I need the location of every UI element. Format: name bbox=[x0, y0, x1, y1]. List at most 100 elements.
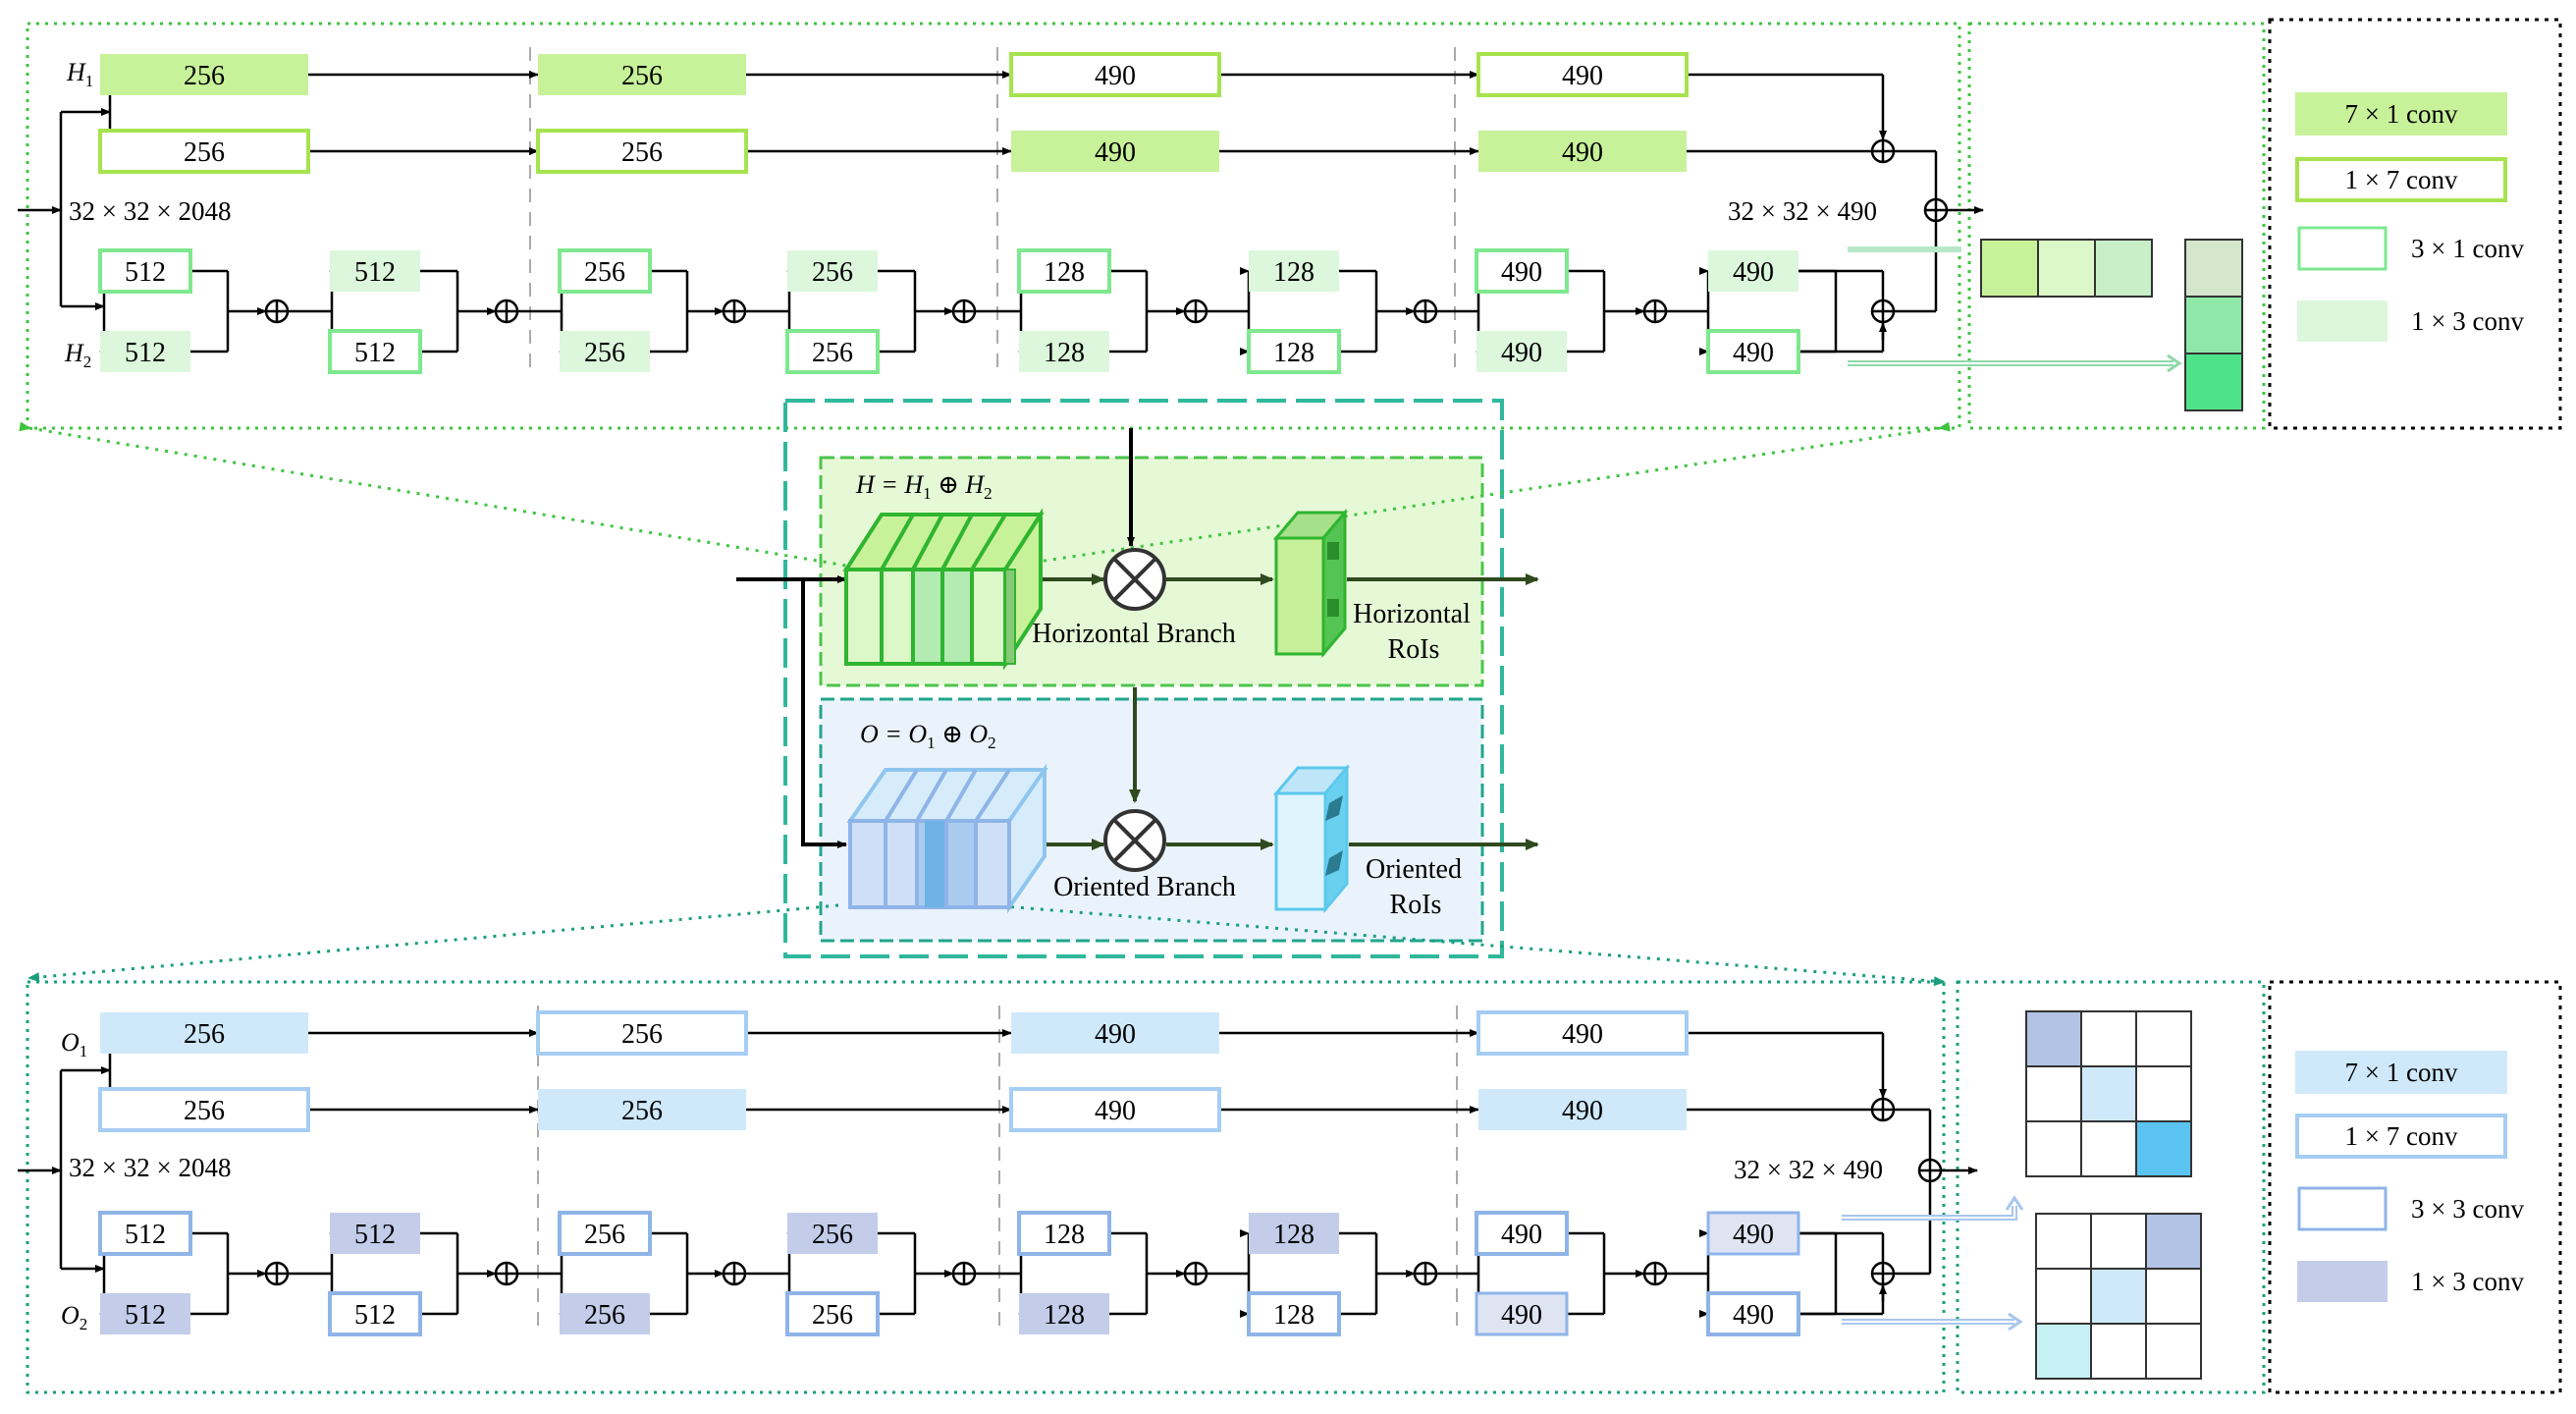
top-lower-box-label: 512 bbox=[125, 338, 166, 368]
bottom-lower-box: 512 bbox=[100, 1293, 190, 1334]
top-upper-box-label: 256 bbox=[621, 61, 663, 91]
bottom-lower-box: 256 bbox=[785, 1291, 880, 1336]
bottom-output-shape: 32 × 32 × 490 bbox=[1734, 1155, 1883, 1184]
sum-icon bbox=[1642, 1261, 1668, 1286]
top-lower-box: 490 bbox=[1475, 248, 1569, 294]
bottom-upper-box-label: 490 bbox=[1562, 1096, 1603, 1126]
top-lower-box: 490 bbox=[1708, 250, 1798, 292]
middle-input-arrows bbox=[736, 428, 1135, 848]
sum-icon bbox=[264, 1261, 290, 1286]
bottom-legend-label-4: 1 × 3 conv bbox=[2411, 1267, 2524, 1296]
oriented-branch-label: Oriented Branch bbox=[1053, 872, 1236, 902]
bottom-lower-box: 490 bbox=[1706, 1211, 1800, 1256]
bottom-lower-box-label: 256 bbox=[584, 1300, 625, 1331]
bottom-lower-box: 512 bbox=[330, 1213, 420, 1254]
middle-outer-frame bbox=[783, 399, 1504, 958]
bottom-lower-box-label: 128 bbox=[1044, 1300, 1085, 1331]
top-lower-box: 512 bbox=[330, 250, 420, 292]
sum-icon bbox=[1413, 299, 1438, 324]
top-upper-box: 490 bbox=[1476, 52, 1689, 97]
top-upper-box-label: 256 bbox=[184, 61, 225, 91]
top-lower-box-label: 490 bbox=[1733, 338, 1774, 368]
top-lower-box: 256 bbox=[560, 331, 650, 372]
bottom-lower-box-label: 490 bbox=[1501, 1220, 1542, 1250]
top-lower-box: 256 bbox=[787, 250, 878, 292]
bottom-upper-box-label: 490 bbox=[1095, 1096, 1136, 1126]
top-upper-box: 256 bbox=[536, 129, 748, 174]
top-lower-box-label: 128 bbox=[1273, 257, 1315, 288]
zoom-line-top-left bbox=[19, 421, 847, 568]
top-wires bbox=[18, 71, 1984, 355]
top-lower-box-label: 512 bbox=[354, 257, 396, 288]
top-lower-box: 512 bbox=[98, 248, 192, 294]
bottom-lower-box-label: 512 bbox=[125, 1220, 166, 1250]
o-formula: O = O1 ⊕ O2 bbox=[860, 720, 996, 752]
horizontal-rois-label-1: Horizontal bbox=[1353, 599, 1471, 629]
sum-icon-final bbox=[1917, 1158, 1943, 1183]
top-upper-box: 256 bbox=[538, 54, 746, 95]
sum-icon bbox=[951, 1261, 977, 1286]
bottom-lower-box-label: 512 bbox=[354, 1220, 396, 1250]
top-stage-dividers bbox=[529, 47, 1456, 371]
bottom-input-shape: 32 × 32 × 2048 bbox=[69, 1153, 231, 1182]
sum-icon bbox=[494, 299, 519, 324]
horizontal-rois-cube bbox=[1272, 508, 1349, 659]
top-lower-box: 512 bbox=[100, 331, 190, 372]
top-detail-frame bbox=[26, 22, 1961, 430]
horizontal-multiply-icon bbox=[1103, 548, 1166, 611]
top-lower-box: 256 bbox=[785, 329, 880, 374]
top-kernel-frame bbox=[1967, 22, 2266, 430]
top-upper-box-label: 490 bbox=[1095, 61, 1136, 91]
bottom-upper-box-label: 256 bbox=[621, 1096, 663, 1126]
bottom-upper-box-label: 256 bbox=[184, 1096, 225, 1126]
top-output-shape: 32 × 32 × 490 bbox=[1728, 196, 1877, 226]
bottom-lower-box: 256 bbox=[787, 1213, 878, 1254]
bottom-lower-box: 490 bbox=[1475, 1291, 1569, 1336]
sum-icon-upper bbox=[1870, 138, 1896, 164]
bottom-lower-box: 128 bbox=[1247, 1291, 1341, 1336]
bottom-lower-box: 128 bbox=[1017, 1211, 1111, 1256]
top-lower-box-label: 490 bbox=[1501, 338, 1542, 368]
top-upper-box: 490 bbox=[1478, 131, 1687, 172]
bottom-upper-box: 490 bbox=[1476, 1010, 1689, 1056]
sum-icon-upper bbox=[1870, 1097, 1896, 1122]
top-lower-box-label: 512 bbox=[354, 338, 396, 368]
sum-icon bbox=[264, 299, 290, 324]
bottom-lower-box-label: 490 bbox=[1733, 1300, 1774, 1331]
top-lower-box: 256 bbox=[558, 248, 652, 294]
bottom-stage-dividers bbox=[537, 1006, 1458, 1333]
top-lower-box: 128 bbox=[1019, 331, 1109, 372]
bottom-lower-box: 512 bbox=[328, 1291, 422, 1336]
sum-icon-lower bbox=[1870, 1261, 1896, 1286]
top-upper-box-label: 256 bbox=[184, 137, 225, 168]
top-upper-box-label: 490 bbox=[1095, 137, 1136, 168]
zoom-line-bottom-left bbox=[27, 903, 839, 983]
top-lower-box: 128 bbox=[1249, 250, 1339, 292]
top-legend-label-2: 1 × 7 conv bbox=[2345, 165, 2458, 194]
top-input-shape: 32 × 32 × 2048 bbox=[69, 196, 231, 226]
sum-icon bbox=[722, 1261, 747, 1286]
bottom-lower-box-label: 256 bbox=[812, 1300, 853, 1331]
bottom-lower-box: 256 bbox=[560, 1293, 650, 1334]
h2-label: H2 bbox=[64, 339, 91, 371]
horizontal-feature-cubes bbox=[842, 508, 1045, 671]
bottom-lower-box: 490 bbox=[1475, 1211, 1569, 1256]
bottom-legend-frame bbox=[2268, 980, 2562, 1394]
bottom-upper-box: 490 bbox=[1009, 1087, 1221, 1132]
top-lower-box-label: 128 bbox=[1044, 257, 1085, 288]
top-legend: 7 × 1 conv 1 × 7 conv 3 × 1 conv 1 × 3 c… bbox=[2295, 92, 2524, 342]
bottom-lower-box-label: 490 bbox=[1501, 1300, 1542, 1331]
oriented-rois-cube bbox=[1272, 763, 1351, 914]
top-upper-box-label: 490 bbox=[1562, 61, 1603, 91]
bottom-lower-box: 128 bbox=[1249, 1213, 1339, 1254]
oriented-rois-label-1: Oriented bbox=[1366, 854, 1462, 885]
bottom-upper-box: 256 bbox=[536, 1010, 748, 1056]
top-legend-label-1: 7 × 1 conv bbox=[2345, 99, 2458, 129]
top-lower-box-label: 256 bbox=[584, 338, 625, 368]
bottom-legend-label-2: 1 × 7 conv bbox=[2345, 1121, 2458, 1151]
top-upper-box: 490 bbox=[1009, 52, 1221, 97]
bottom-upper-box: 256 bbox=[100, 1012, 308, 1054]
bottom-upper-box: 490 bbox=[1011, 1012, 1219, 1054]
top-lower-box-label: 256 bbox=[584, 257, 625, 288]
top-lower-box-label: 490 bbox=[1733, 257, 1774, 288]
